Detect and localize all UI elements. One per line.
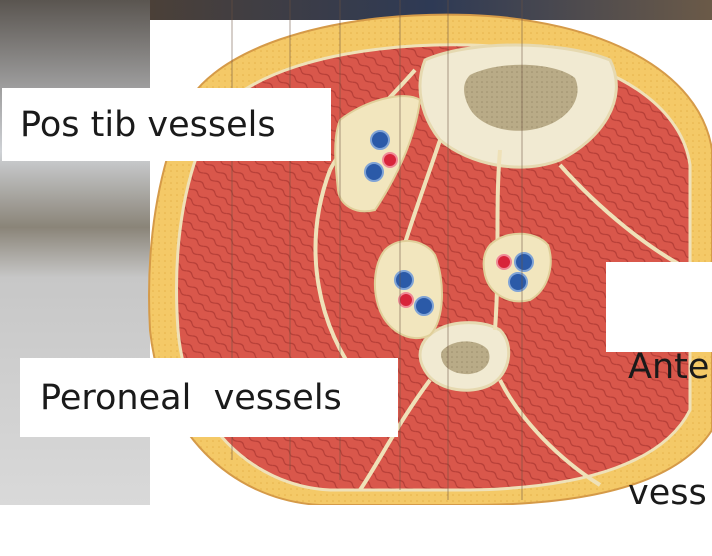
anterior-artery: [497, 255, 511, 269]
label-anterior-line2: vess: [628, 472, 712, 514]
label-anterior-vessels: Ante vess: [606, 262, 712, 352]
peroneal-vein-1: [395, 271, 413, 289]
pos-tib-vein-1: [371, 131, 389, 149]
label-anterior-line1: Ante: [628, 346, 712, 388]
pos-tib-artery: [383, 153, 397, 167]
label-peroneal-vessels: Peroneal vessels: [20, 358, 398, 437]
pos-tib-vein-2: [365, 163, 383, 181]
peroneal-vein-2: [415, 297, 433, 315]
anterior-vein-1: [515, 253, 533, 271]
label-pos-tib-vessels: Pos tib vessels: [2, 88, 331, 161]
anterior-vein-2: [509, 273, 527, 291]
peroneal-artery: [399, 293, 413, 307]
